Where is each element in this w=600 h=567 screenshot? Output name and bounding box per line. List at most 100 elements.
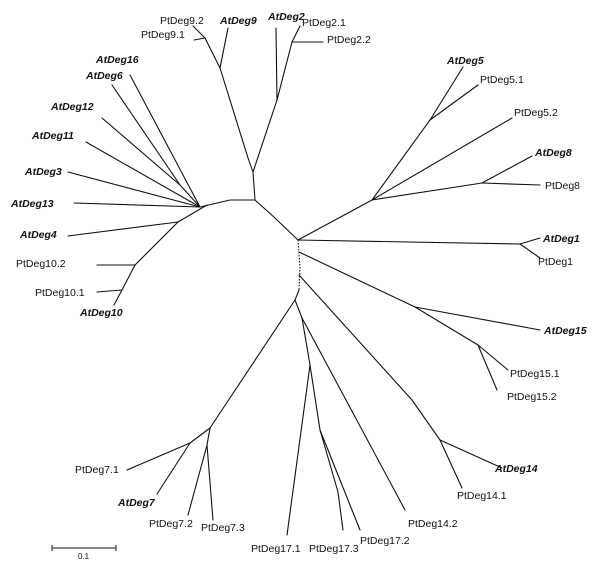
branch-deg1-stem [297,239,521,245]
branch-atdeg3 [67,171,201,208]
branch-atdeg8 [481,155,533,184]
branch-upper-stem [252,171,256,201]
branch-ptdeg15-2 [477,344,498,391]
label-ptdeg2-1: PtDeg2.1 [302,17,346,29]
label-atdeg6: AtDeg6 [85,70,123,82]
branch-atdeg2 [275,27,278,101]
branch-upper-split [247,157,254,173]
label-atdeg11: AtDeg11 [31,130,74,142]
branch-atdeg12 [101,117,181,186]
branch-deg2-clade [252,99,278,173]
branch-atdeg14 [439,439,503,469]
branch-atdeg15 [414,306,541,331]
branch-ptdeg17-2 [319,429,361,531]
branch-atdeg9 [219,27,229,69]
branch-atdeg5 [429,66,464,121]
branch-atdeg13 [73,202,201,208]
label-ptdeg17-1: PtDeg17.1 [251,543,301,555]
branch-deg9-clade [219,67,249,159]
scale-bar: 0.1 [51,545,117,561]
branch-ptdeg7-1 [126,442,191,471]
branch-lower-stem [294,289,300,301]
label-atdeg9: AtDeg9 [219,15,257,27]
label-ptdeg10-2: PtDeg10.2 [16,258,66,270]
label-ptdeg7-3: PtDeg7.3 [201,522,245,534]
branch-ptdeg15-stem [414,306,479,346]
label-atdeg7: AtDeg7 [117,497,156,509]
label-atdeg5: AtDeg5 [446,55,484,67]
branch-ptdeg14-2 [301,317,406,511]
branch-root-trunk [297,239,301,291]
branch-ptdeg10-1 [96,289,123,293]
branch-atdeg7 [156,442,191,495]
branch-deg7-inner [206,427,211,446]
label-ptdeg14-1: PtDeg14.1 [457,490,507,502]
branch-lower-inner [294,299,303,319]
label-atdeg15: AtDeg15 [543,325,587,337]
branch-atdeg16 [129,74,201,208]
label-atdeg16: AtDeg16 [95,54,139,66]
branch-ptdeg2-pair [276,41,293,101]
branch-deg7-split [189,427,211,444]
branch-deg17-stem [301,317,311,366]
branch-ptdeg9-1 [193,37,206,41]
branch-deg10-stem [177,204,208,223]
branch-right-stem [297,199,373,241]
branch-ptdeg5-1 [429,84,479,121]
label-atdeg14: AtDeg14 [494,463,538,475]
branch-deg14-split [411,399,441,441]
branch-root-right [254,199,299,241]
branch-deg17-split [309,364,321,431]
branch-atdeg10 [113,289,123,306]
branch-deg17-inner [319,429,339,493]
branch-ptdeg9-2 [192,25,206,39]
branch-deg8-stem [371,182,483,201]
branch-ptdeg5-2 [371,117,513,201]
branch-deg5-stem [371,119,431,201]
label-ptdeg2-2: PtDeg2.2 [327,34,371,46]
branch-ptdeg7-3 [206,444,214,521]
branch-root-top [199,199,256,208]
label-atdeg12: AtDeg12 [50,101,94,113]
branch-deg15-stem [298,251,416,308]
tree-branches [67,25,541,536]
label-ptdeg15-1: PtDeg15.1 [510,368,560,380]
label-ptdeg5-1: PtDeg5.1 [480,74,524,86]
branch-atdeg1 [519,237,541,245]
branch-ptdeg9-pair [204,37,221,69]
branch-ptdeg2-1 [291,25,301,43]
tree-labels: PtDeg9.2 PtDeg9.1 AtDeg9 AtDeg2 PtDeg2.1… [10,11,587,555]
label-ptdeg15-2: PtDeg15.2 [507,391,557,403]
branch-deg14-stem [298,274,413,401]
label-ptdeg9-1: PtDeg9.1 [141,29,185,41]
branch-atdeg6 [111,84,181,186]
scale-bar-label: 0.1 [78,552,90,561]
branch-ptdeg17-3 [337,491,344,531]
label-ptdeg7-1: PtDeg7.1 [75,464,119,476]
branch-atdeg11 [85,141,201,208]
label-ptdeg17-3: PtDeg17.3 [309,543,359,555]
branch-ptdeg1 [519,243,541,259]
branch-deg10-inner [134,221,179,266]
label-ptdeg10-1: PtDeg10.1 [35,287,85,299]
label-ptdeg9-2: PtDeg9.2 [160,15,204,27]
branch-ptdeg8 [481,182,541,186]
label-atdeg13: AtDeg13 [10,198,54,210]
branch-deg10-leaf-split [121,264,136,291]
branch-deg7-stem [209,299,296,429]
branch-deg6-12-stem [179,184,201,208]
branch-ptdeg17-1 [286,364,311,536]
branch-atdeg4 [67,221,179,237]
label-atdeg3: AtDeg3 [24,166,62,178]
branch-ptdeg15-1 [477,344,509,371]
label-atdeg4: AtDeg4 [19,229,57,241]
label-atdeg1: AtDeg1 [542,233,580,245]
label-ptdeg1: PtDeg1 [538,256,573,268]
label-ptdeg8: PtDeg8 [545,180,580,192]
label-ptdeg5-2: PtDeg5.2 [514,107,558,119]
label-ptdeg7-2: PtDeg7.2 [149,518,193,530]
branch-ptdeg7-2 [187,444,208,516]
label-atdeg10: AtDeg10 [79,307,123,319]
label-ptdeg14-2: PtDeg14.2 [408,518,458,530]
